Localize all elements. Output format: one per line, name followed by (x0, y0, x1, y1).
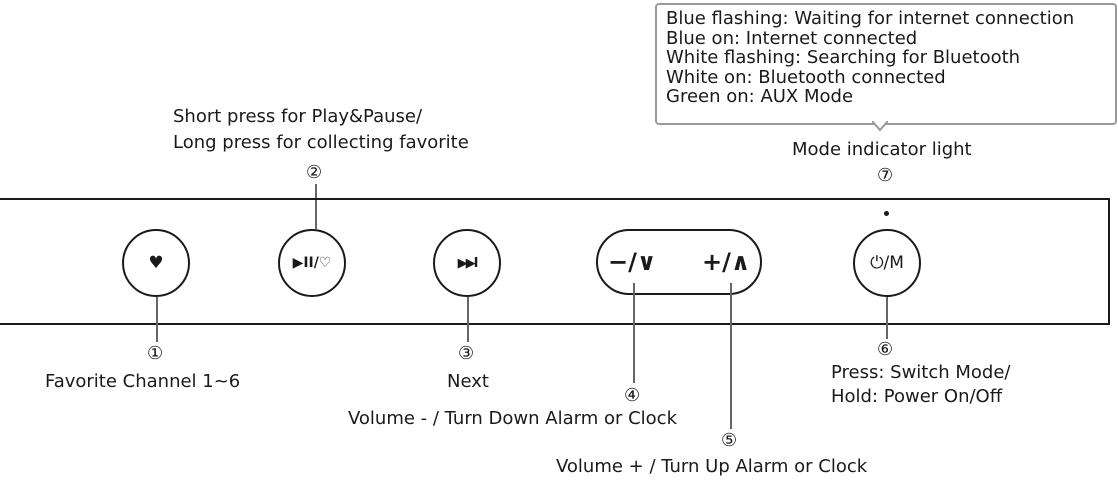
next-number: ③ (458, 343, 475, 364)
volume-up-label: Volume + / Turn Up Alarm or Clock (556, 456, 868, 477)
mode-indicator-callout: Blue flashing: Waiting for internet conn… (655, 3, 1117, 125)
play-pause-leader-line (315, 184, 317, 229)
volume-up-leader-line (730, 283, 732, 429)
play-pause-label-line1: Short press for Play&Pause/ (173, 106, 423, 127)
mode-indicator-light (884, 211, 889, 216)
heart-icon: ♥ (148, 253, 164, 273)
volume-down-label: Volume - / Turn Down Alarm or Clock (348, 408, 678, 429)
play-pause-button[interactable]: ▶II/♡ (278, 229, 346, 297)
favorite-button[interactable]: ♥ (122, 229, 190, 297)
volume-up-number: ⑤ (721, 430, 738, 451)
callout-line: White flashing: Searching for Bluetooth (666, 47, 1021, 68)
volume-down-leader-line (633, 283, 635, 383)
volume-up-button[interactable]: +/∧ (702, 248, 751, 276)
callout-line: Blue flashing: Waiting for internet conn… (666, 8, 1075, 29)
power-mode-leader-line (886, 297, 888, 339)
power-mode-button[interactable]: ⏻/M (853, 229, 921, 297)
callout-line: Blue on: Internet connected (666, 27, 918, 49)
volume-down-button[interactable]: −/∨ (608, 248, 657, 276)
callout-line: White on: Bluetooth connected (666, 66, 946, 88)
favorite-number: ① (147, 343, 164, 364)
play-pause-number: ② (306, 162, 323, 183)
play-pause-heart-icon: ▶II/♡ (292, 255, 332, 271)
device-panel (0, 198, 1110, 325)
next-button[interactable]: ▶▶I (433, 229, 501, 297)
power-icon: ⏻/M (870, 253, 904, 273)
power-mode-number: ⑥ (877, 339, 894, 360)
mode-indicator-number: ⑦ (877, 165, 894, 186)
power-mode-label-line1: Press: Switch Mode/ (831, 362, 1011, 383)
next-leader-line (467, 297, 469, 342)
favorite-leader-line (156, 297, 158, 342)
volume-down-number: ④ (624, 385, 641, 406)
power-mode-label-line2: Hold: Power On/Off (831, 386, 1003, 407)
callout-tail (872, 121, 888, 132)
play-pause-label-line2: Long press for collecting favorite (173, 132, 469, 153)
mode-indicator-label: Mode indicator light (792, 139, 972, 160)
favorite-label: Favorite Channel 1~6 (45, 371, 241, 392)
volume-rocker: −/∨ +/∧ (596, 229, 762, 295)
callout-line: Green on: AUX Mode (666, 86, 854, 107)
next-icon: ▶▶I (457, 255, 479, 271)
next-label: Next (447, 371, 489, 392)
